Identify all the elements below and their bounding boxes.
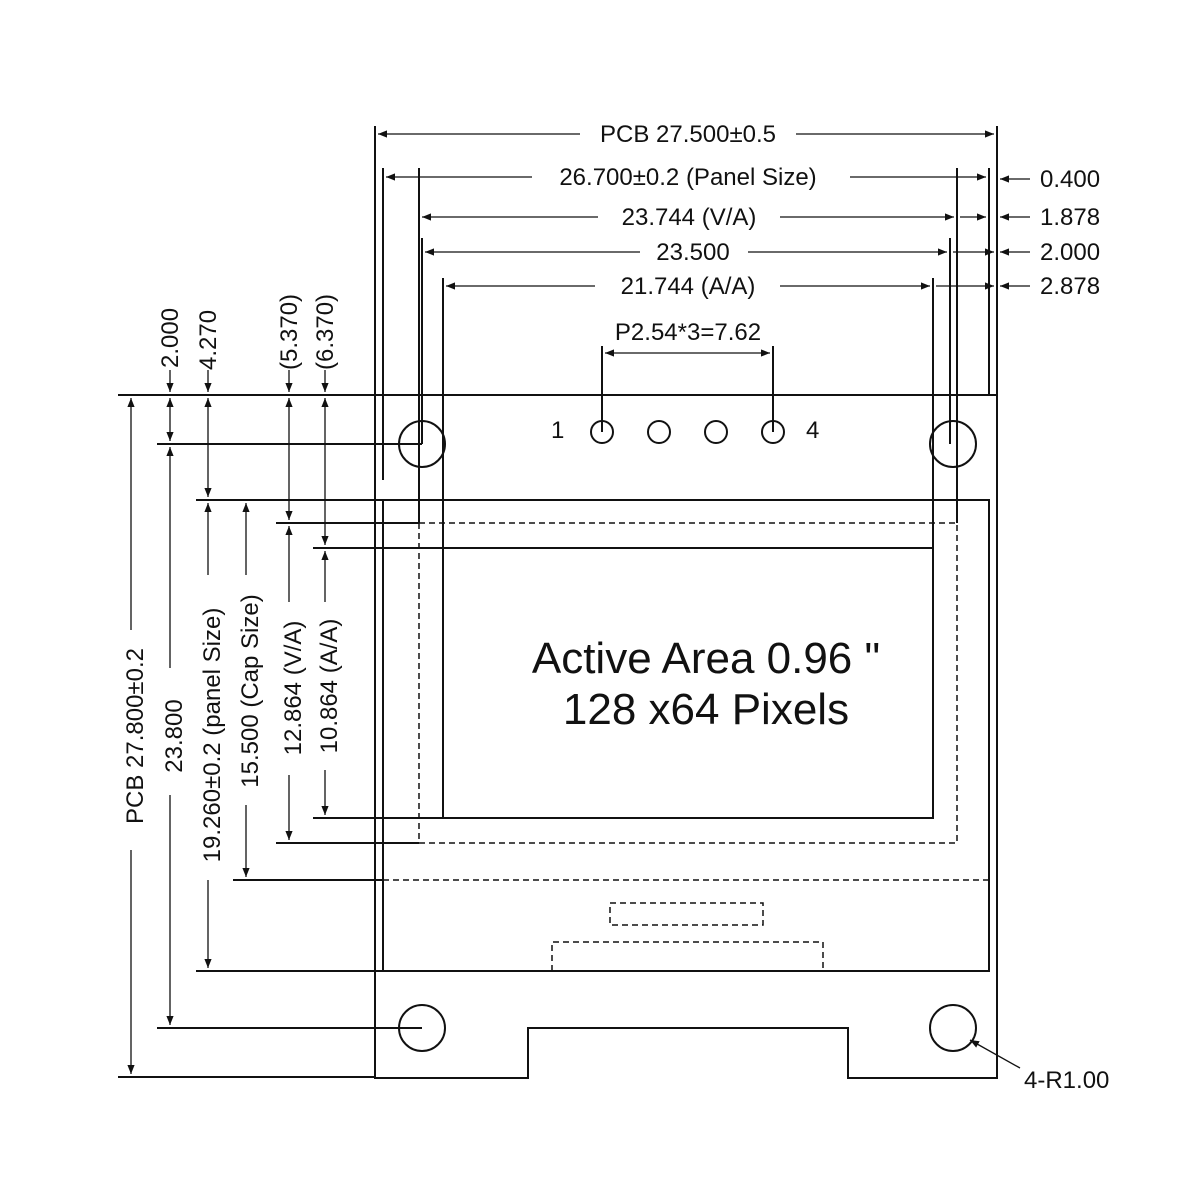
dim-hole-spacing-v: 23.800 xyxy=(161,699,188,772)
mount-hole-br xyxy=(929,1004,977,1052)
pin-2 xyxy=(647,420,671,444)
pin-last-label: 4 xyxy=(806,417,819,444)
dim-cap-height: 15.500 (Cap Size) xyxy=(237,594,264,787)
dim-pin-pitch: P2.54*3=7.62 xyxy=(615,319,761,346)
pin-3 xyxy=(704,420,728,444)
dim-top-offset-1: 2.000 xyxy=(157,308,184,368)
pin-first-label: 1 xyxy=(551,417,564,444)
ic-outline xyxy=(609,902,764,926)
va-outline xyxy=(418,522,958,844)
dim-top-offset-3: (5.370) xyxy=(276,294,303,370)
dim-aa-height: 10.864 (A/A) xyxy=(316,619,343,754)
dim-panel-height: 19.260±0.2 (panel Size) xyxy=(199,608,226,863)
dim-aa-width: 21.744 (A/A) xyxy=(621,273,756,300)
dim-right-offset-3: 2.000 xyxy=(1040,239,1100,266)
dim-pcb-width: PCB 27.500±0.5 xyxy=(600,121,776,148)
active-area-title: Active Area 0.96 " xyxy=(532,634,880,683)
dim-va-height: 12.864 (V/A) xyxy=(280,621,307,756)
active-area-pixels: 128 x64 Pixels xyxy=(563,685,849,734)
active-area xyxy=(442,547,934,819)
dim-top-offset-4: (6.370) xyxy=(312,294,339,370)
mount-hole-tr xyxy=(929,420,977,468)
dim-right-offset-4: 2.878 xyxy=(1040,273,1100,300)
dim-pcb-height: PCB 27.800±0.2 xyxy=(122,648,149,824)
pcb-outline xyxy=(374,394,998,1079)
dim-hole-note: 4-R1.00 xyxy=(1024,1067,1109,1094)
dim-hole-spacing-h: 23.500 xyxy=(656,239,729,266)
dim-panel-width: 26.700±0.2 (Panel Size) xyxy=(559,164,816,191)
dim-va-width: 23.744 (V/A) xyxy=(622,204,757,231)
dim-right-offset-2: 1.878 xyxy=(1040,204,1100,231)
fpc-outline xyxy=(551,941,824,971)
panel-outline xyxy=(382,499,990,972)
dim-right-offset-1: 0.400 xyxy=(1040,166,1100,193)
dim-top-offset-2: 4.270 xyxy=(195,310,222,370)
